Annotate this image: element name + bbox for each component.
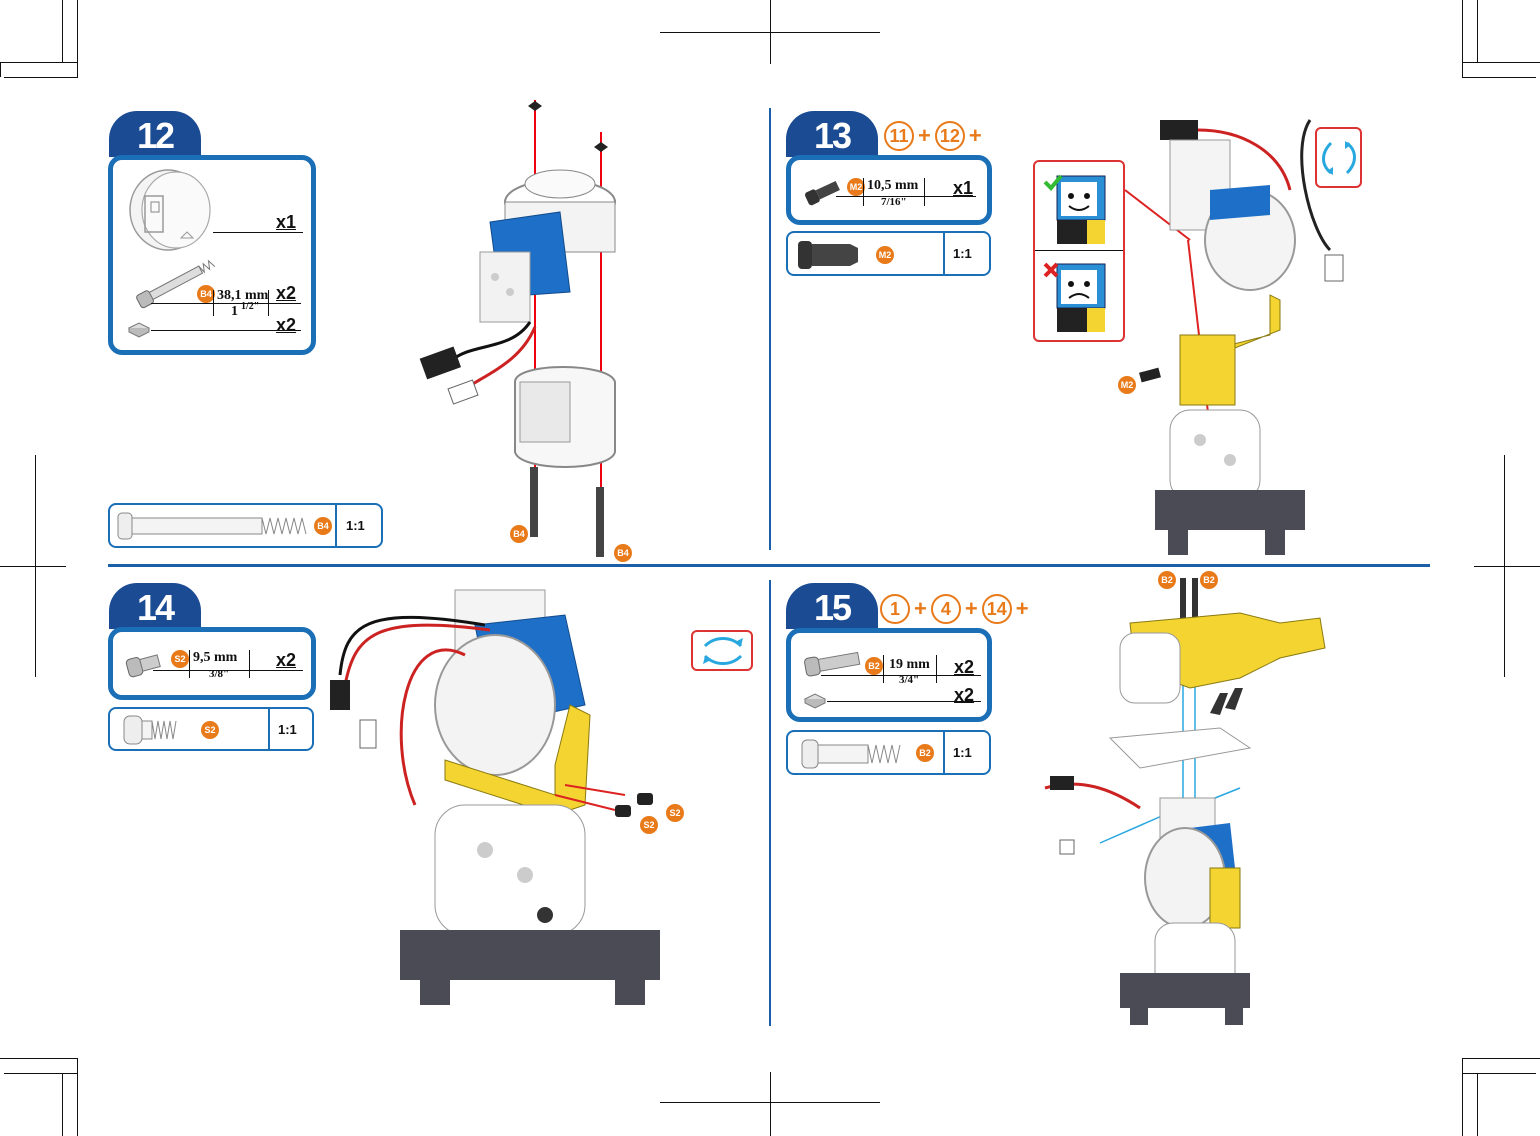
measure-bar [189,650,190,678]
part-3-qty: x2 [276,315,296,336]
scale-divider [943,732,945,773]
assembly-illustration-15 [1040,578,1330,1028]
scale-divider [943,233,945,274]
screw-icon [125,648,175,678]
scale-divider [268,709,270,749]
inset-divider [1035,250,1123,251]
combine-steps: 1+4+14+ [880,594,1033,626]
combine-steps: 11+12+ [884,121,986,153]
length-inch-whole: 1 [231,304,238,320]
short-screw-icon [801,174,851,208]
rotate-indicator [691,630,753,671]
scale-badge: S2 [201,721,219,739]
measure-bar [924,178,925,206]
long-screw-icon [116,511,326,541]
step-ref: 1 [880,594,910,624]
plus-sign: + [1016,594,1029,624]
parts-list: B2 19 mm 3/4" x2 x2 [786,628,992,722]
scale-ratio: 1:1 [953,745,972,760]
scale-reference: M2 1:1 [786,231,991,276]
part-1-qty: x1 [276,212,296,233]
part-1-qty: x2 [954,657,974,678]
assembly-illustration-14 [325,585,685,1010]
part-2-qty: x2 [276,283,296,304]
part-qty: x1 [953,178,973,199]
length-inch: 3/8" [209,668,229,680]
measure-bar [268,290,269,316]
parts-list: x1 B4 38,1 mm 1 1/2" x2 x2 [108,155,316,355]
callout-badge: M2 [1118,376,1136,394]
screw-icon [122,714,192,746]
rotate-arrows-icon [697,634,749,668]
scale-badge: B4 [314,517,332,535]
plus-sign: + [918,121,931,151]
step-ref: 14 [982,594,1012,624]
incorrect-orientation-icon [1039,254,1121,336]
orientation-inset [1033,160,1125,342]
callout-badge: B4 [614,544,632,562]
rotor-disc-icon [121,168,216,253]
length-mm: 10,5 mm [867,178,918,194]
plus-sign: + [914,594,927,624]
scale-ratio: 1:1 [953,246,972,261]
step-ref: 12 [935,121,965,151]
scale-badge: B2 [916,744,934,762]
measure-bar [936,655,937,683]
step-number: 15 [786,583,878,629]
horizontal-divider [108,564,1430,567]
scale-divider [335,505,337,546]
part-qty: x2 [276,650,296,671]
short-screw-icon [796,239,866,271]
scale-reference: S2 1:1 [108,707,314,751]
part-badge: B2 [865,657,883,675]
length-mm: 19 mm [889,657,930,673]
vertical-divider-top [769,108,771,550]
parts-list: M2 10,5 mm 7/16" x1 [786,155,992,225]
plus-sign: + [969,121,982,151]
square-nut-icon [803,691,827,711]
screw-icon [803,647,873,677]
step-ref: 4 [931,594,961,624]
scale-reference: B2 1:1 [786,730,991,775]
step-number: 14 [109,583,201,629]
step-ref: 11 [884,121,914,151]
screw-icon [800,738,910,770]
assembly-illustration-13 [1120,110,1370,555]
callout-badge: B4 [510,525,528,543]
parts-list: S2 9,5 mm 3/8" x2 [108,627,316,700]
scale-ratio: 1:1 [278,722,297,737]
vertical-divider-bottom [769,580,771,1026]
length-inch: 3/4" [899,674,919,686]
callout-badge: S2 [640,816,658,834]
measure-bar [883,655,884,683]
plus-sign: + [965,594,978,624]
assembly-illustration-12 [410,92,640,562]
length-mm: 9,5 mm [193,650,237,666]
callout-badge: B2 [1200,571,1218,589]
measure-bar [213,290,214,316]
callout-badge: S2 [666,804,684,822]
step-number: 13 [786,111,878,157]
measure-bar [863,178,864,206]
scale-reference: B4 1:1 [108,503,383,548]
part-2-qty: x2 [954,685,974,706]
measure-bar [249,650,250,678]
scale-ratio: 1:1 [346,518,365,533]
correct-orientation-icon [1039,166,1121,248]
length-inch-frac: 1/2" [241,301,259,312]
length-inch: 7/16" [881,196,907,208]
part-badge: S2 [171,650,189,668]
square-nut-icon [127,320,151,340]
step-number: 12 [109,111,201,157]
callout-badge: B2 [1158,571,1176,589]
scale-badge: M2 [876,246,894,264]
